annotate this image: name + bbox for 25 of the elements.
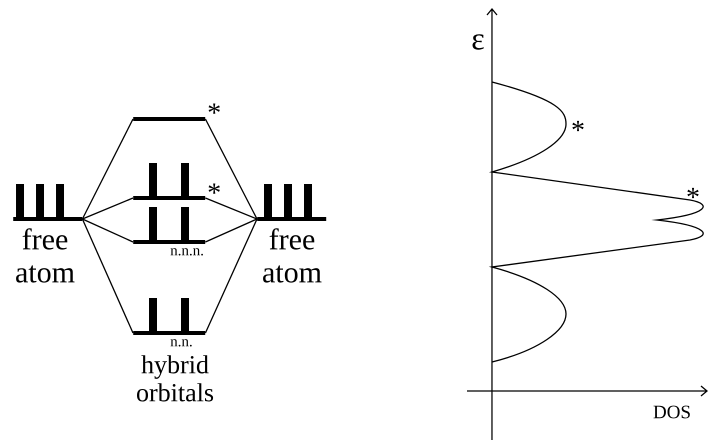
connector-line <box>205 197 258 220</box>
connector-line <box>205 218 258 243</box>
caption-text: hybrid orbitals <box>137 355 214 402</box>
asterisk-mark: * <box>687 188 699 198</box>
asterisk-mark: * <box>208 103 220 114</box>
connector-line <box>82 197 134 220</box>
connector-line <box>82 218 134 334</box>
level-label: n.n.n. <box>170 248 203 256</box>
asterisk-mark: * <box>572 120 584 132</box>
axis-label: DOS <box>654 406 690 418</box>
level-label: free atom <box>16 228 75 283</box>
level-label: free atom <box>263 228 322 283</box>
energy-level <box>13 184 82 221</box>
asterisk-mark: * <box>208 183 220 194</box>
axis-label: ε <box>472 34 484 50</box>
connector-line <box>82 218 134 243</box>
connector-line <box>82 118 134 220</box>
connector-line <box>204 218 258 334</box>
energy-level <box>133 298 206 335</box>
energy-level <box>133 207 206 244</box>
connector-line <box>204 118 258 220</box>
energy-level <box>133 163 206 200</box>
energy-level <box>257 184 326 221</box>
energy-level <box>133 117 206 121</box>
level-label: n.n. <box>170 339 192 346</box>
